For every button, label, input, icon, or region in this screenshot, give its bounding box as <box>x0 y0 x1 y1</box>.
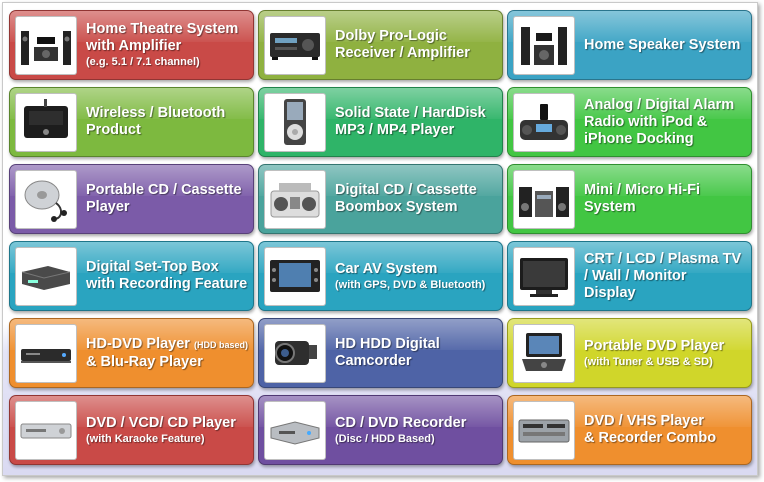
tile-label: Mini / Micro Hi-Fi <box>584 182 700 198</box>
tile-text: Analog / Digital Alarm Radio with iPod &… <box>584 97 734 148</box>
car-av-icon <box>264 246 326 306</box>
tile-set-top-box[interactable]: Digital Set-Top Box with Recording Featu… <box>9 241 254 311</box>
tile-sublabel: (with Tuner & USB & SD) <box>584 355 713 368</box>
tile-label: Receiver / Amplifier <box>335 45 470 61</box>
wireless-dock-icon <box>15 92 77 152</box>
tile-label: Player <box>86 199 130 215</box>
mp3-player-icon <box>264 92 326 152</box>
tile-label: CD / DVD Recorder <box>335 414 467 431</box>
tile-text: Home Speaker System <box>584 37 740 54</box>
product-category-grid: Home Theatre System with Amplifier (e.g.… <box>9 10 755 476</box>
tile-text: Wireless / Bluetooth Product <box>86 105 225 139</box>
camcorder-icon <box>264 323 326 383</box>
tile-text: DVD / VCD/ CD Player (with Karaoke Featu… <box>86 415 236 446</box>
tile-label: Analog / Digital Alarm <box>584 96 735 113</box>
tile-text: DVD / VHS Player & Recorder Combo <box>584 413 716 447</box>
tile-label: Camcorder <box>335 353 412 369</box>
tile-text: CRT / LCD / Plasma TV / Wall / Monitor D… <box>584 251 741 302</box>
tile-text: Dolby Pro-Logic Receiver / Amplifier <box>335 28 470 62</box>
tile-text: Portable CD / Cassette Player <box>86 182 242 216</box>
tile-label: Car AV System <box>335 260 438 277</box>
tile-label: HD-DVD Player (HDD based) <box>86 336 248 354</box>
tile-label: Display <box>584 284 636 301</box>
tile-sublabel: (Disc / HDD Based) <box>335 432 435 445</box>
tile-label: MP3 / MP4 Player <box>335 122 455 138</box>
hifi-system-icon <box>513 169 575 229</box>
tile-text: Car AV System (with GPS, DVD & Bluetooth… <box>335 261 485 292</box>
tile-label: DVD / VHS Player <box>584 413 705 429</box>
tile-dvd-recorder[interactable]: CD / DVD Recorder (Disc / HDD Based) <box>258 395 503 465</box>
speaker-set-icon <box>15 15 77 75</box>
tile-dvd-vhs-combo[interactable]: DVD / VHS Player & Recorder Combo <box>507 395 752 465</box>
tile-text: Digital Set-Top Box with Recording Featu… <box>86 259 247 293</box>
tile-label: Wireless / Bluetooth <box>86 105 226 121</box>
dvd-player-icon <box>15 400 77 460</box>
tile-label: & Blu-Ray Player <box>86 353 203 370</box>
tile-label-note: (HDD based) <box>193 339 248 350</box>
tile-sublabel: (e.g. 5.1 / 7.1 channel) <box>86 56 200 68</box>
portable-dvd-icon <box>513 323 575 383</box>
boombox-icon <box>264 169 326 229</box>
tile-text: Mini / Micro Hi-Fi System <box>584 182 700 216</box>
tile-wireless[interactable]: Wireless / Bluetooth Product <box>9 87 254 157</box>
tile-label: with Recording Feature <box>86 276 248 292</box>
tile-text: Portable DVD Player (with Tuner & USB & … <box>584 338 724 369</box>
tile-label: Portable DVD Player <box>584 337 725 354</box>
set-top-box-icon <box>15 246 77 306</box>
tile-dvd-player[interactable]: DVD / VCD/ CD Player (with Karaoke Featu… <box>9 395 254 465</box>
tile-text: HD HDD Digital Camcorder <box>335 336 440 370</box>
tile-car-av[interactable]: Car AV System (with GPS, DVD & Bluetooth… <box>258 241 503 311</box>
tile-mp3-player[interactable]: Solid State / HardDisk MP3 / MP4 Player <box>258 87 503 157</box>
tile-label: Boombox System <box>335 199 458 215</box>
tile-label: DVD / VCD/ CD Player <box>86 414 236 431</box>
discman-icon <box>15 169 77 229</box>
tile-portable-cd[interactable]: Portable CD / Cassette Player <box>9 164 254 234</box>
tile-alarm-radio[interactable]: Analog / Digital Alarm Radio with iPod &… <box>507 87 752 157</box>
tile-label: Home Speaker System <box>584 36 741 53</box>
tile-label: iPhone Docking <box>584 130 694 147</box>
tile-label: Home Theatre System <box>86 21 239 37</box>
tile-label: Digital CD / Cassette <box>335 182 477 198</box>
tile-label: Digital Set-Top Box <box>86 259 219 275</box>
tv-icon <box>513 246 575 306</box>
tile-text: HD-DVD Player (HDD based) & Blu-Ray Play… <box>86 336 248 371</box>
tile-text: Solid State / HardDisk MP3 / MP4 Player <box>335 105 486 139</box>
tile-portable-dvd[interactable]: Portable DVD Player (with Tuner & USB & … <box>507 318 752 388</box>
tile-sublabel: (with Karaoke Feature) <box>86 432 205 445</box>
tile-bluray-player[interactable]: HD-DVD Player (HDD based) & Blu-Ray Play… <box>9 318 254 388</box>
tile-label: Product <box>86 122 141 138</box>
tile-receiver[interactable]: Dolby Pro-Logic Receiver / Amplifier <box>258 10 503 80</box>
tile-label: Solid State / HardDisk <box>335 105 486 121</box>
tile-label: Dolby Pro-Logic <box>335 28 447 44</box>
tile-label: CRT / LCD / Plasma TV <box>584 250 742 267</box>
tile-label: HD HDD Digital <box>335 336 440 352</box>
tile-tv[interactable]: CRT / LCD / Plasma TV / Wall / Monitor D… <box>507 241 752 311</box>
tile-text: Digital CD / Cassette Boombox System <box>335 182 477 216</box>
tile-home-speakers[interactable]: Home Speaker System <box>507 10 752 80</box>
tile-text: Home Theatre System with Amplifier (e.g.… <box>86 21 238 69</box>
tile-camcorder[interactable]: HD HDD Digital Camcorder <box>258 318 503 388</box>
tile-label: System <box>584 199 636 215</box>
bluray-player-icon <box>15 323 77 383</box>
tile-label: with Amplifier <box>86 38 182 54</box>
dvd-vhs-combo-icon <box>513 400 575 460</box>
tile-label-main: HD-DVD Player <box>86 335 190 352</box>
tile-label: Radio with iPod & <box>584 113 708 130</box>
tile-sublabel: (with GPS, DVD & Bluetooth) <box>335 278 486 291</box>
tile-text: CD / DVD Recorder (Disc / HDD Based) <box>335 415 466 446</box>
dvd-recorder-icon <box>264 400 326 460</box>
tile-label: & Recorder Combo <box>584 430 717 446</box>
home-speakers-icon <box>513 15 575 75</box>
tile-label: Portable CD / Cassette <box>86 182 242 198</box>
tile-label: / Wall / Monitor <box>584 267 687 284</box>
tile-mini-hifi[interactable]: Mini / Micro Hi-Fi System <box>507 164 752 234</box>
av-receiver-icon <box>264 15 326 75</box>
tile-boombox[interactable]: Digital CD / Cassette Boombox System <box>258 164 503 234</box>
tile-home-theatre[interactable]: Home Theatre System with Amplifier (e.g.… <box>9 10 254 80</box>
alarm-radio-icon <box>513 92 575 152</box>
